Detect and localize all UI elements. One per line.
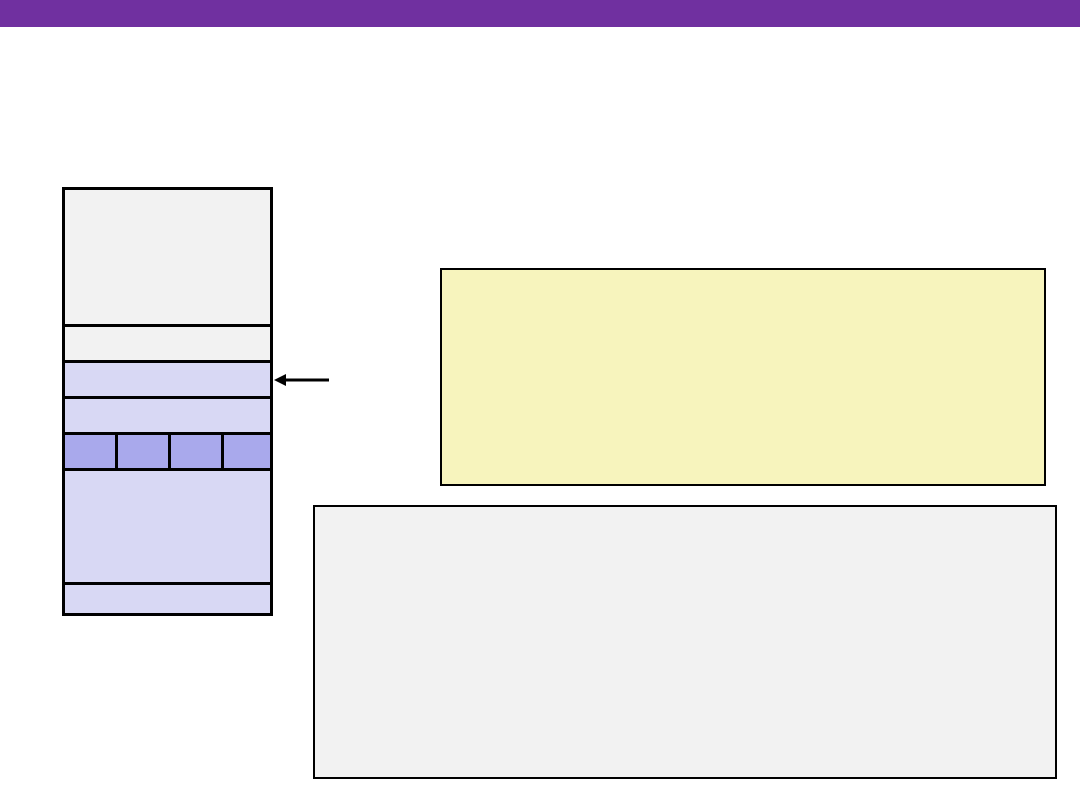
header-bar: [0, 0, 1080, 27]
stack-subcell-4: [224, 435, 270, 468]
stack-subcell-3: [171, 435, 224, 468]
stack-subcell-2: [118, 435, 171, 468]
stack-cell-gray: [65, 324, 270, 360]
stack-subcell-1: [65, 435, 118, 468]
stack-diagram: [62, 187, 273, 616]
arrow-left-icon: [274, 374, 329, 386]
stack-cell-top: [65, 190, 270, 324]
stack-cell-large: [65, 468, 270, 582]
gray-note-box: [313, 505, 1057, 779]
stack-cell-split: [65, 432, 270, 468]
yellow-note-box: [440, 268, 1046, 486]
stack-cell-pointed: [65, 360, 270, 396]
stack-cell-lavender: [65, 396, 270, 432]
stack-cell-bottom: [65, 582, 270, 613]
